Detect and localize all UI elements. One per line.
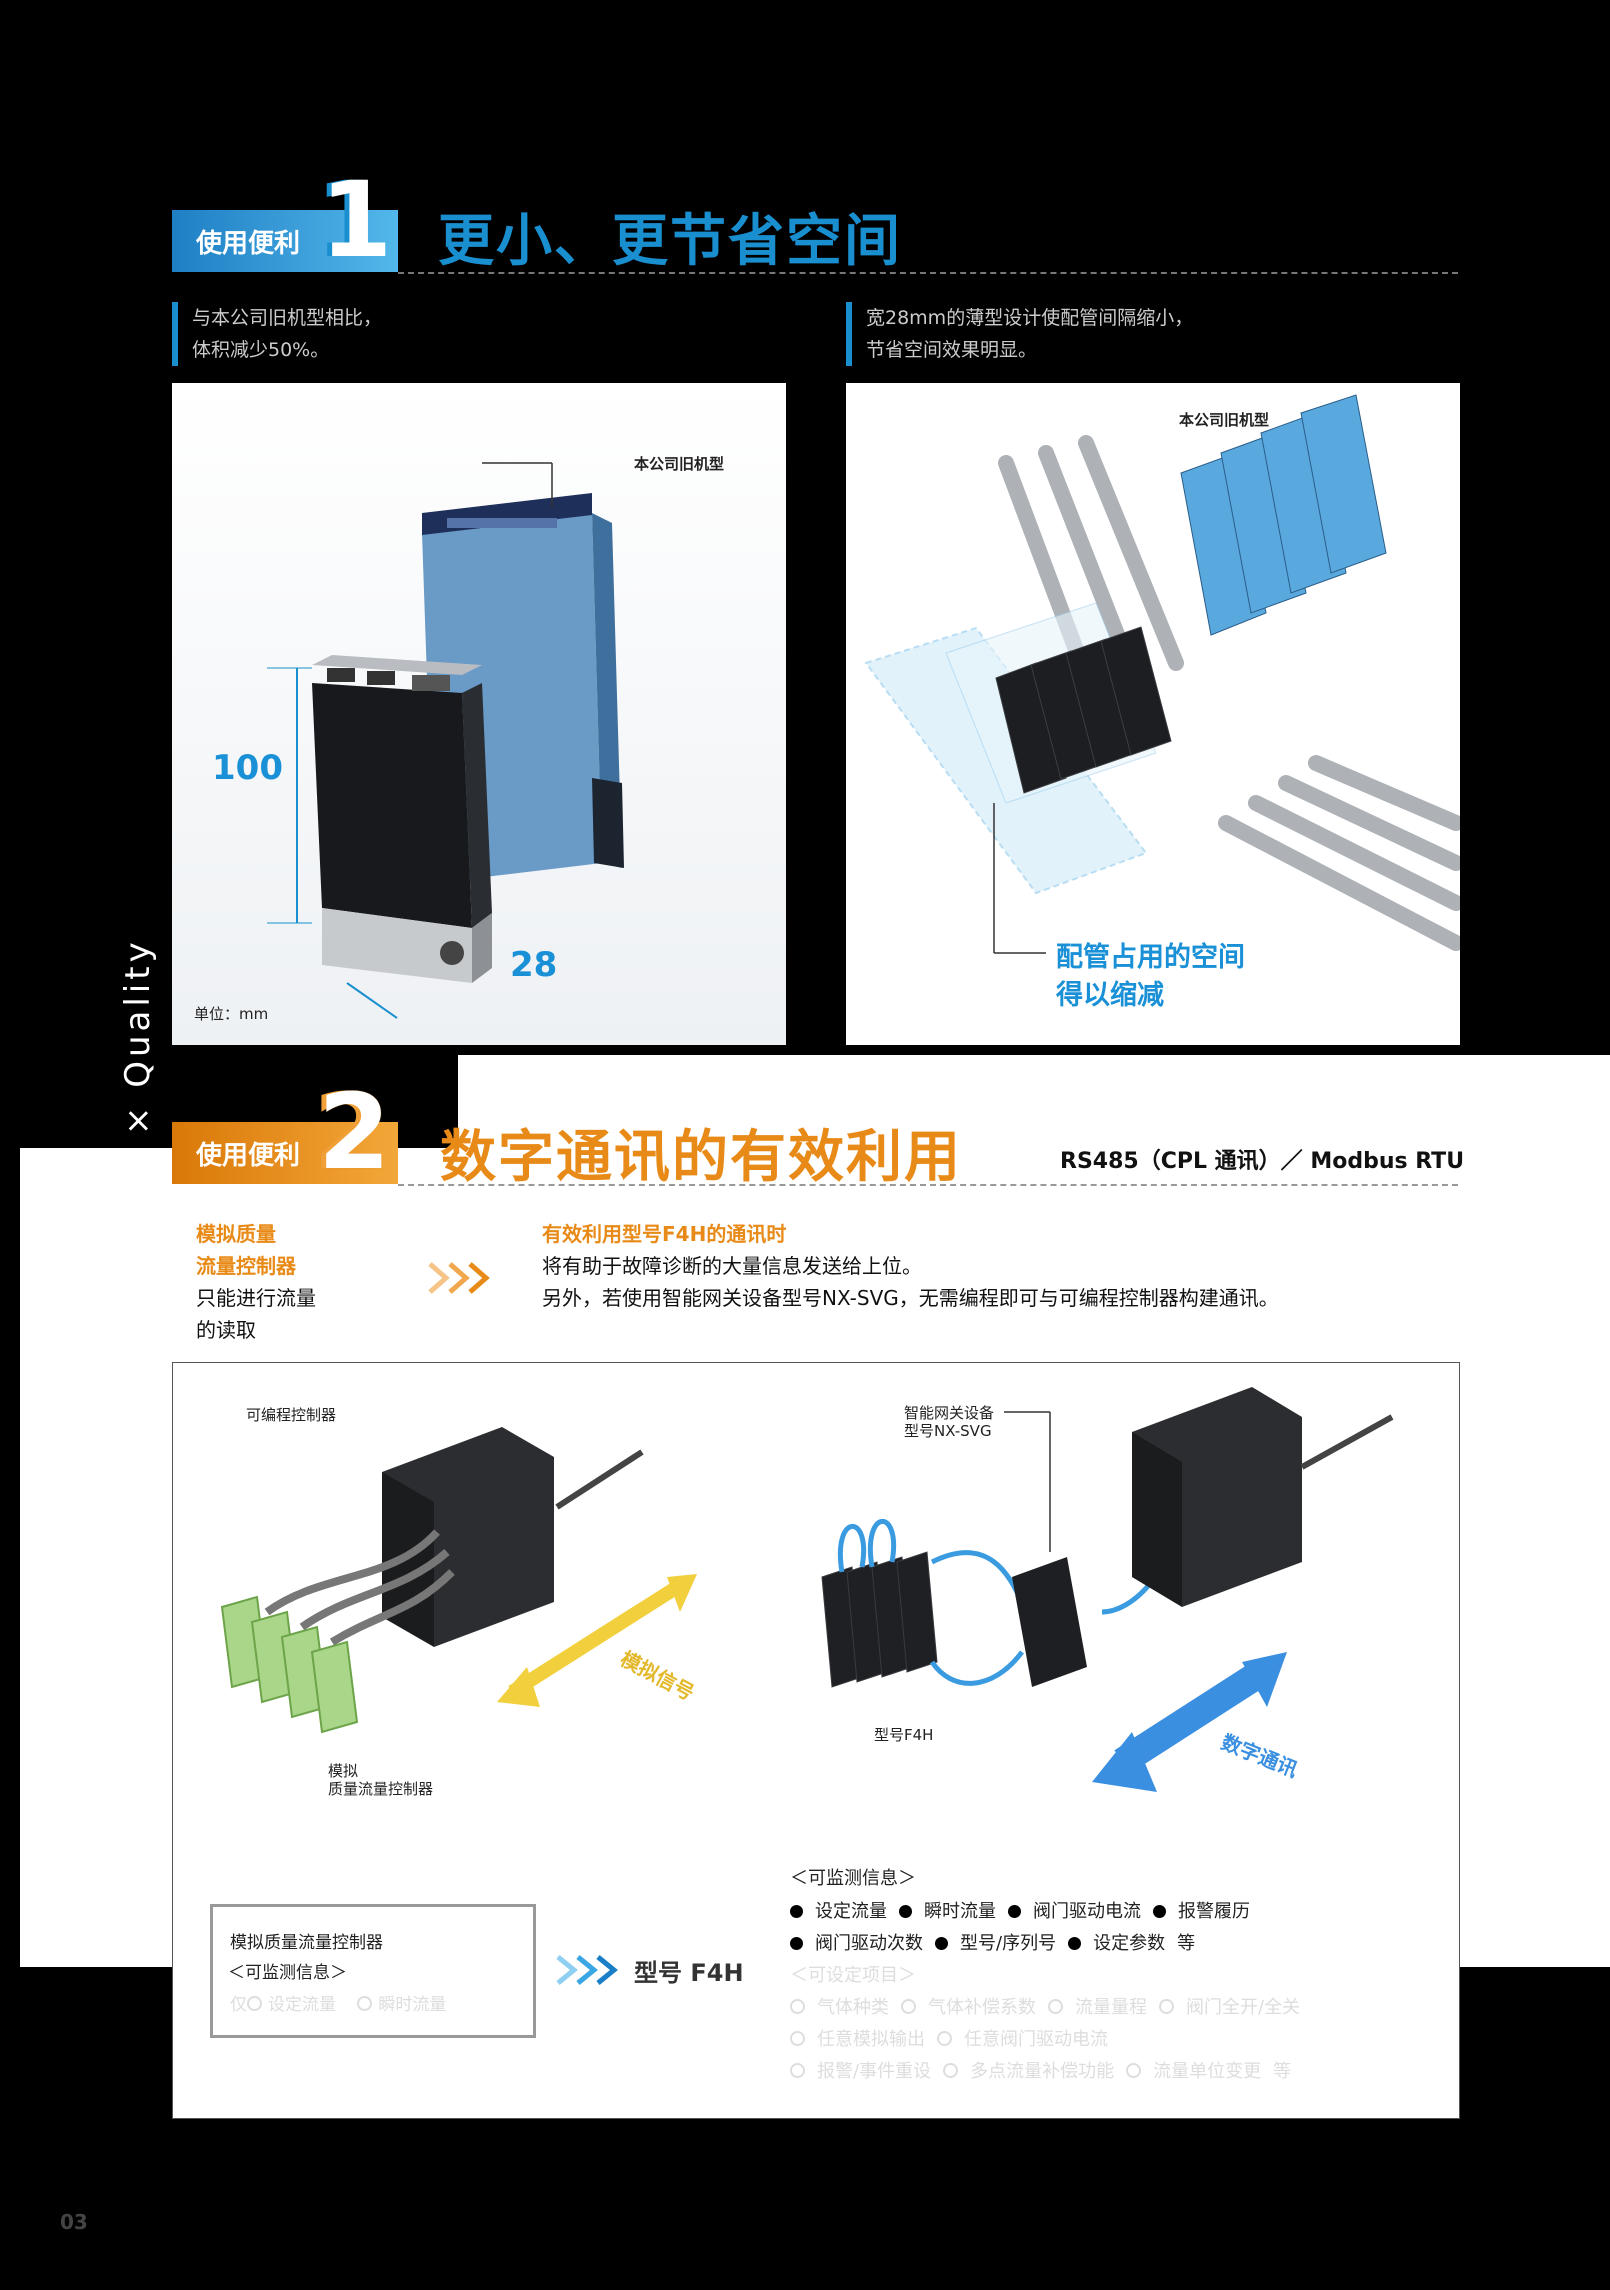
chevron-right-icon [428, 1262, 490, 1294]
f4h-arrow-label: 型号 F4H [634, 1959, 744, 1987]
section2-rule [398, 1184, 1458, 1186]
settable-row-2: 任意模拟输出任意阀门驱动电流 [790, 2025, 1120, 2051]
section1-intro-left: 与本公司旧机型相比，体积减少50%。 [172, 302, 382, 366]
monitor-title: ＜可监测信息＞ [790, 1868, 916, 1889]
section1-intro-right: 宽28mm的薄型设计使配管间隔缩小，节省空间效果明显。 [846, 302, 1193, 366]
size-comparison-illustration [267, 462, 624, 1019]
communication-benefit: 有效利用型号F4H的通讯时 将有助于故障诊断的大量信息发送给上位。另外，若使用智… [542, 1222, 1279, 1310]
section2-number: 2 [318, 1071, 391, 1193]
monitor-row-2: 阀门驱动次数型号/序列号设定参数等 [790, 1929, 1207, 1955]
analog-box-sub: ＜可监测信息＞ [228, 1963, 347, 1983]
old-model-label-right: 本公司旧机型 [1179, 411, 1270, 429]
section2-badge: 使用便利 [172, 1122, 398, 1184]
section1-badge: 使用便利 [172, 210, 398, 272]
communication-illustration [220, 1387, 1394, 1792]
piping-space-panel: 本公司旧机型 配管占用的空间得以缩减 [846, 383, 1460, 1045]
section1-rule [398, 272, 1458, 274]
piping-space-illustration [864, 394, 1460, 954]
protocol-label: RS485（CPL 通讯）／ Modbus RTU [1060, 1149, 1465, 1174]
settable-row-3: 报警/事件重设多点流量补偿功能流量单位变更等 [790, 2057, 1303, 2083]
side-label: Compact × Quality [118, 938, 158, 1330]
section1-number: 1 [320, 159, 393, 281]
settable-row-1: 气体种类气体补偿系数流量量程阀门全开/全关 [790, 1993, 1312, 2019]
gateway-label: 智能网关设备型号NX-SVG [904, 1404, 995, 1440]
section2-title: 数字通讯的有效利用 [440, 1125, 962, 1190]
analog-limitation-text: 模拟质量 流量控制器 只能进行流量的读取 [196, 1222, 316, 1342]
analog-box-items: 仅设定流量 瞬时流量 [230, 1995, 447, 2015]
height-dimension: 100 [212, 748, 283, 788]
width-dimension: 28 [510, 945, 558, 985]
plc-label: 可编程控制器 [246, 1406, 337, 1424]
space-reduction-caption: 配管占用的空间得以缩减 [1056, 942, 1245, 1011]
section1-title: 更小、更节省空间 [438, 209, 902, 274]
analog-box-title: 模拟质量流量控制器 [230, 1933, 383, 1953]
f4h-label: 型号F4H [874, 1726, 934, 1744]
unit-label: 单位：mm [194, 1005, 269, 1023]
old-model-label: 本公司旧机型 [634, 455, 725, 473]
double-chevron-icon [556, 1955, 618, 1985]
page-number: 03 [60, 2210, 88, 2234]
settable-title: ＜可设定项目＞ [790, 1965, 916, 1986]
analog-info-box [210, 1904, 536, 2038]
monitor-row-1: 设定流量瞬时流量阀门驱动电流报警履历 [790, 1897, 1262, 1923]
analog-device-label: 模拟质量流量控制器 [328, 1762, 434, 1798]
size-comparison-panel: 本公司旧机型 100 28 单位：mm [172, 383, 786, 1045]
